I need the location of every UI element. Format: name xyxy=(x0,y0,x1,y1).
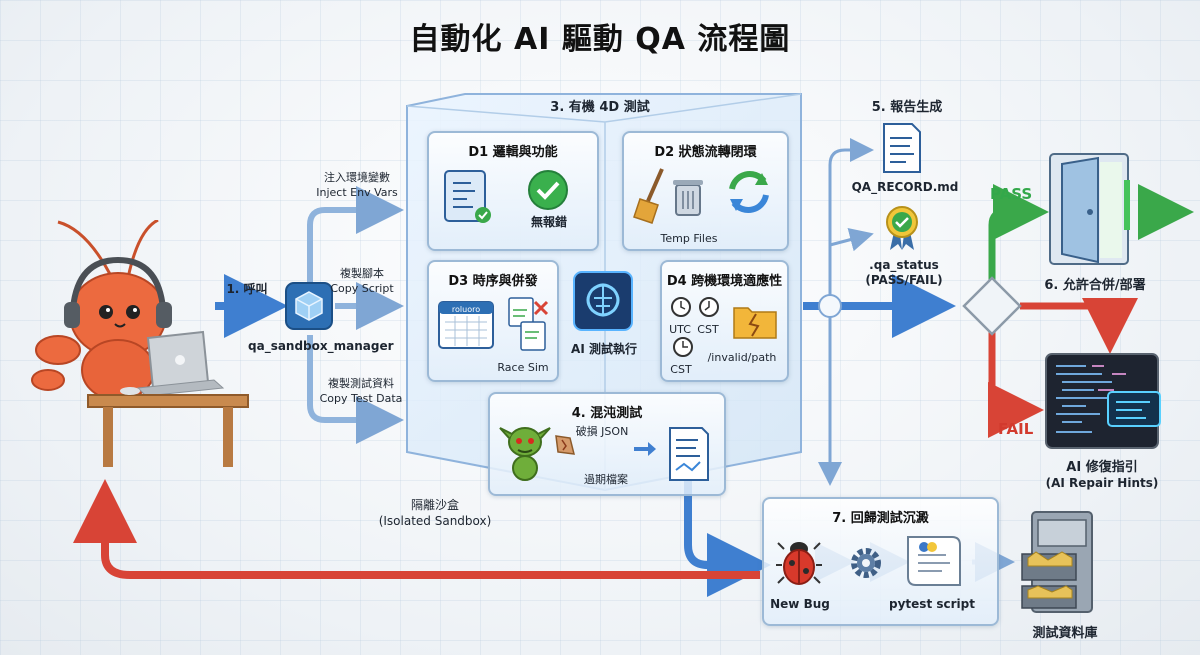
code-screen-icon xyxy=(1045,353,1161,449)
d1-no-error: 無報錯 xyxy=(530,215,567,229)
arrow-pass xyxy=(988,184,1049,285)
inject-label-zh: 注入環境變數 xyxy=(324,171,390,184)
copy-data-label-zh: 複製測試資料 xyxy=(328,377,394,390)
repair-label-zh: AI 修復指引 xyxy=(1066,460,1138,475)
d4-invalid-path: /invalid/path xyxy=(707,351,777,364)
calendar-icon: roluoro xyxy=(438,301,494,349)
clock-icon xyxy=(673,337,693,357)
goblin-icon xyxy=(499,427,551,481)
broken-file-icon xyxy=(555,435,575,455)
fail-label: FAIL xyxy=(998,420,1034,438)
arrow-copy-data xyxy=(307,335,404,444)
arrow-inject xyxy=(307,186,404,282)
panel-regression: 7. 回歸測試沉澱 New Bug pytest script xyxy=(762,497,999,626)
sandbox-label-zh: 隔離沙盒 xyxy=(410,498,459,512)
chaos-expired: 過期檔案 xyxy=(584,473,628,486)
d4-cst-2: CST xyxy=(670,363,692,376)
brain-chip-icon xyxy=(573,271,633,331)
copy-script-label-zh: 複製腳本 xyxy=(340,267,384,280)
pass-label: PASS xyxy=(990,185,1033,203)
decision-diamond-icon xyxy=(962,276,1022,336)
arrow-fail-lower xyxy=(988,330,1044,438)
arrow-chaos-regression xyxy=(684,480,771,597)
d4-cst: CST xyxy=(697,323,719,336)
copy-data-label-en: Copy Test Data xyxy=(319,392,403,405)
script-icon xyxy=(907,536,961,586)
arrow-to-status xyxy=(829,227,874,252)
calendar-text: roluoro xyxy=(452,305,480,314)
d1-title: D1 邏輯與功能 xyxy=(468,145,558,160)
junction-node xyxy=(818,294,842,318)
panel-chaos: 4. 混沌測試 破損 JSON 過期檔案 xyxy=(488,392,726,496)
file-cabinet-icon xyxy=(1021,511,1093,613)
gear-icon xyxy=(851,548,881,578)
bug-icon xyxy=(776,542,822,585)
broom-icon xyxy=(633,168,664,224)
folder-broken-icon xyxy=(733,307,777,339)
organic-test-title: 3. 有機 4D 測試 xyxy=(550,100,650,115)
document-icon xyxy=(444,170,491,223)
door-icon xyxy=(1049,153,1130,265)
qa-record-label: QA_RECORD.md xyxy=(851,180,959,194)
new-bug-label: New Bug xyxy=(770,597,830,611)
d3-race-sim: Race Sim xyxy=(497,361,549,374)
sandbox-manager-label: qa_sandbox_manager xyxy=(248,339,394,353)
sandbox-label-en: (Isolated Sandbox) xyxy=(378,514,492,528)
clock-icon xyxy=(671,297,691,317)
panel-d1: D1 邏輯與功能 無報錯 xyxy=(427,131,599,251)
panel-d4: D4 跨機環境適應性 UTC CST CST /invalid/path xyxy=(660,260,789,382)
d4-utc: UTC xyxy=(669,323,691,336)
cube-icon xyxy=(285,282,333,330)
clock-icon xyxy=(699,297,719,317)
chaos-bad-json: 破損 JSON xyxy=(575,425,629,438)
regression-title: 7. 回歸測試沉澱 xyxy=(832,511,929,526)
qa-status-values: (PASS/FAIL) xyxy=(865,273,943,287)
repair-label-en: (AI Repair Hints) xyxy=(1045,476,1159,490)
report-doc-icon xyxy=(669,427,709,481)
arrow-feedback-loop xyxy=(73,479,760,579)
inject-label-en: Inject Env Vars xyxy=(316,186,398,199)
document-icon xyxy=(883,123,921,173)
step-call-label: 1. 呼叫 xyxy=(226,282,268,296)
chaos-title: 4. 混沌測試 xyxy=(571,406,643,421)
arrow-to-report xyxy=(828,138,874,300)
race-docs-icon xyxy=(508,297,549,351)
lobster-mascot-icon xyxy=(31,220,249,467)
d3-title: D3 時序與併發 xyxy=(448,274,538,289)
qa-status-label: .qa_status xyxy=(869,258,939,272)
check-icon xyxy=(528,170,568,210)
panel-d2: D2 狀態流轉閉環 Temp Files xyxy=(622,131,789,251)
report-gen-title: 5. 報告生成 xyxy=(871,100,943,115)
ai-exec-label: AI 測試執行 xyxy=(571,342,637,356)
deploy-label: 6. 允許合併/部署 xyxy=(1044,278,1146,293)
d2-title: D2 狀態流轉閉環 xyxy=(654,145,757,160)
copy-script-label-en: Copy Script xyxy=(330,282,394,295)
arrow-fail-upper xyxy=(1020,298,1138,354)
diagram-title: 自動化 AI 驅動 QA 流程圖 xyxy=(409,22,791,57)
trash-icon xyxy=(673,180,703,216)
d2-temp-files: Temp Files xyxy=(660,232,718,245)
award-badge-icon xyxy=(886,206,918,250)
cycle-arrows-icon xyxy=(729,171,769,213)
pytest-script-label: pytest script xyxy=(889,597,975,611)
arrow-icon xyxy=(634,442,656,456)
panel-d3: D3 時序與併發 roluoro Race Sim xyxy=(427,260,559,382)
test-db-label: 測試資料庫 xyxy=(1032,626,1098,641)
d4-title: D4 跨機環境適應性 xyxy=(666,274,783,289)
